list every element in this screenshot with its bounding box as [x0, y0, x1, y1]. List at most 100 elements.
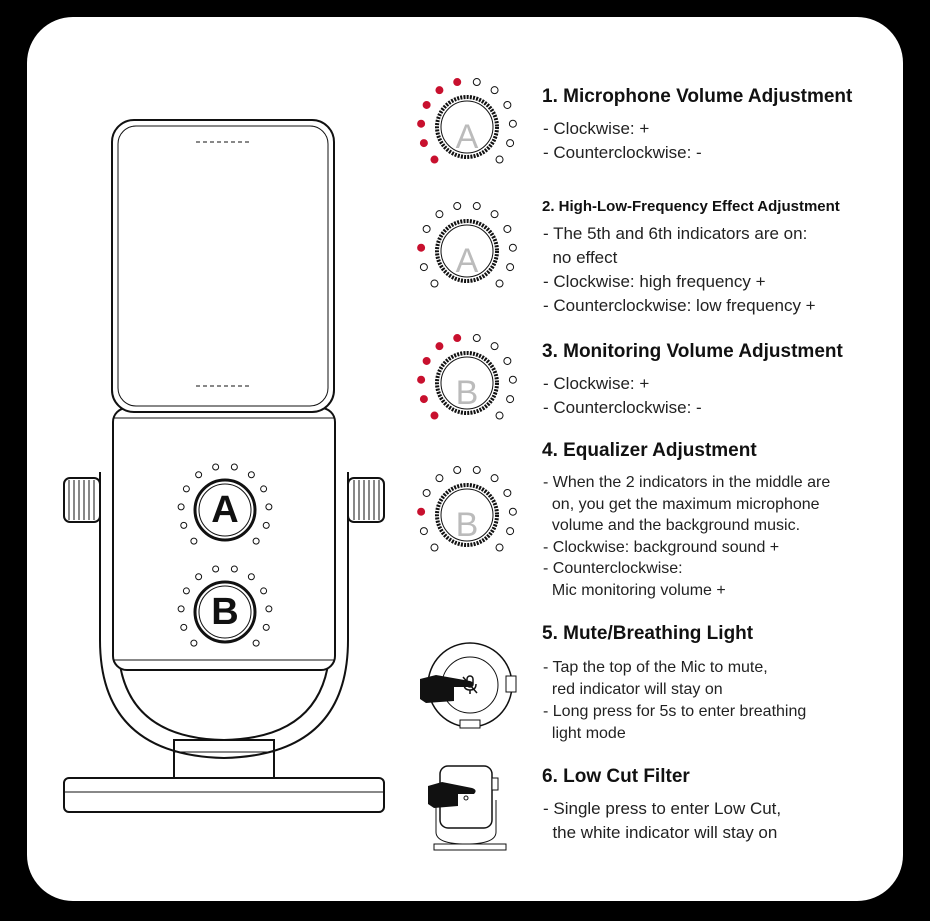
indicator-dot [508, 375, 517, 384]
indicator-dot [190, 639, 198, 647]
indicator-dot [495, 155, 504, 164]
indicator-dot [180, 623, 188, 631]
indicator-dot [247, 471, 255, 479]
knob-a-small-label: A [455, 118, 479, 156]
section-4-line-6: Mic monitoring volume + [543, 582, 726, 599]
section-3-title: 3. Monitoring Volume Adjustment [542, 341, 843, 362]
indicator-dot [503, 356, 512, 365]
indicator-dot [252, 639, 260, 647]
indicator-dot [490, 210, 499, 219]
indicator-dot [260, 485, 268, 493]
indicator-dot [435, 210, 444, 219]
indicator-dot [419, 139, 428, 148]
knob-a-small-label: A [455, 242, 479, 280]
indicator-dot [190, 537, 198, 545]
section-4-line-3: volume and the background music. [543, 517, 801, 534]
indicator-dot [472, 334, 481, 343]
indicator-dot [472, 466, 481, 475]
section-1-line-1: - Clockwise: + [543, 119, 650, 138]
indicator-dot [422, 224, 431, 233]
indicator-dot [419, 263, 428, 272]
indicator-dot [508, 119, 517, 128]
indicator-dot [417, 507, 426, 516]
indicator-dot [453, 202, 462, 211]
indicator-dot [453, 334, 462, 343]
indicator-dot [435, 342, 444, 351]
indicator-dot [506, 395, 515, 404]
indicator-dot [430, 279, 439, 288]
section-5-line-1: - Tap the top of the Mic to mute, [543, 659, 768, 676]
indicator-dot [435, 474, 444, 483]
indicator-dot [508, 243, 517, 252]
indicator-dot [435, 86, 444, 95]
indicator-dot [495, 543, 504, 552]
indicator-dot [247, 573, 255, 581]
indicator-dot [177, 605, 185, 613]
indicator-dot [422, 356, 431, 365]
indicator-dot [506, 263, 515, 272]
knob-a-icon [193, 478, 257, 542]
indicator-dot [419, 527, 428, 536]
indicator-dot [177, 503, 185, 511]
indicator-dot [252, 537, 260, 545]
indicator-dot [508, 507, 517, 516]
knob-b-icon [193, 580, 257, 644]
indicator-dot [262, 623, 270, 631]
indicator-dot [472, 78, 481, 87]
indicator-dot [506, 139, 515, 148]
indicator-dot [495, 279, 504, 288]
indicator-dot [182, 485, 190, 493]
indicator-dot [453, 466, 462, 475]
indicator-dot [422, 488, 431, 497]
section-5-line-4: light mode [543, 725, 626, 742]
knob-a-frequency-icon [412, 196, 522, 306]
indicator-dot [262, 521, 270, 529]
indicator-dot [417, 375, 426, 384]
section-4-title: 4. Equalizer Adjustment [542, 440, 757, 461]
indicator-dot [506, 527, 515, 536]
indicator-dot [182, 587, 190, 595]
knob-a-volume-icon [412, 72, 522, 182]
knob-a-label: A [211, 489, 239, 531]
indicator-dot [503, 100, 512, 109]
indicator-dot [490, 474, 499, 483]
section-6-line-2: the white indicator will stay on [543, 823, 778, 842]
section-2-line-1: - The 5th and 6th indicators are on: [543, 224, 808, 243]
section-6-line-1: - Single press to enter Low Cut, [543, 799, 782, 818]
indicator-dot [417, 243, 426, 252]
indicator-dot [430, 543, 439, 552]
indicator-dot [430, 155, 439, 164]
section-5-line-2: red indicator will stay on [543, 681, 723, 698]
section-2-line-3: - Clockwise: high frequency + [543, 272, 766, 291]
indicator-dot [212, 565, 220, 573]
section-3-line-2: - Counterclockwise: - [543, 398, 702, 417]
indicator-dot [422, 100, 431, 109]
knob-b-equalizer-icon [412, 460, 522, 570]
indicator-dot [490, 342, 499, 351]
indicator-dot [503, 224, 512, 233]
knob-b-small-label: B [455, 506, 479, 544]
indicator-dot [419, 395, 428, 404]
indicator-dot [503, 488, 512, 497]
section-4-line-4: - Clockwise: background sound + [543, 539, 780, 556]
section-5-title: 5. Mute/Breathing Light [542, 623, 754, 644]
indicator-dot [453, 78, 462, 87]
indicator-dot [195, 573, 203, 581]
knob-b-monitoring-icon [412, 328, 522, 438]
indicator-dot [490, 86, 499, 95]
indicator-dot [212, 463, 220, 471]
section-3-line-1: - Clockwise: + [543, 374, 650, 393]
indicator-dot [417, 119, 426, 128]
section-4-line-2: on, you get the maximum microphone [543, 496, 820, 513]
knob-b-small-label: B [455, 374, 479, 412]
section-4-line-5: - Counterclockwise: [543, 560, 683, 577]
indicator-dot [472, 202, 481, 211]
indicator-dot [495, 411, 504, 420]
indicator-dot [265, 605, 273, 613]
knob-b-label: B [211, 591, 239, 633]
section-5-line-3: - Long press for 5s to enter breathing [543, 703, 807, 720]
indicator-dot [230, 463, 238, 471]
section-4-line-1: - When the 2 indicators in the middle ar… [543, 474, 831, 491]
hand-pointer-icon [428, 782, 476, 808]
section-2-line-2: no effect [543, 248, 618, 267]
